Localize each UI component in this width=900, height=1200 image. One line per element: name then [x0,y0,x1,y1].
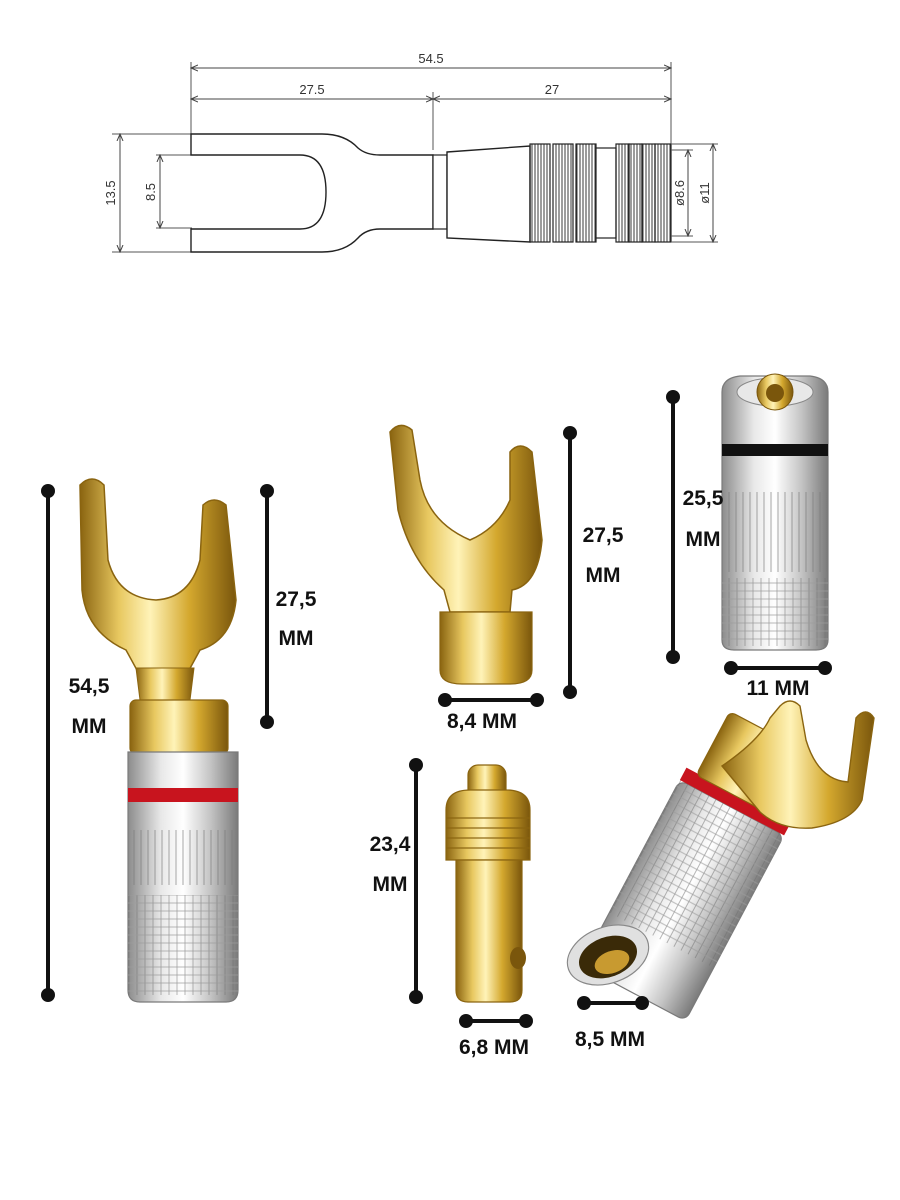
dimension-fork-text: 27.5 [299,82,324,97]
label-full-length-value: 54,5 [69,675,110,698]
knurl-band [722,492,828,572]
drawing-fork-outline [190,133,434,253]
gold-fork-angled [720,700,875,829]
measure-sleeve-height [666,390,680,664]
label-pin-height-value: 23,4 [370,833,411,856]
measure-full-fork [260,484,274,729]
sleeve-illustration [721,373,829,651]
spade-only-illustration [389,424,543,685]
gold-pin [455,859,523,1003]
drawing-sleeve [446,145,531,243]
angled-plug-illustration [566,700,875,1019]
dimension-width-text: 13.5 [103,180,118,205]
label-full-fork-value: 27,5 [276,588,317,611]
red-ring [128,788,238,802]
label-sleeve-height-value: 25,5 [683,487,724,510]
label-sleeve-width: 11 MM [746,677,809,700]
measure-full-length [41,484,55,1002]
gold-fork [79,478,237,673]
dimension-sleeve-text: 27 [545,82,559,97]
gold-base [439,611,533,685]
black-ring [722,444,828,456]
dimension-gap-text: 8.5 [143,183,158,201]
label-spade-base-width: 8,4 MM [447,710,517,733]
measure-spade-base [438,693,544,707]
label-pin-height-unit: MM [373,873,408,896]
knurl-band [128,895,238,995]
label-pin-width: 6,8 MM [459,1036,529,1059]
dimension-overall-text: 54.5 [418,51,443,66]
measure-sleeve-width [724,661,832,675]
measure-spade-height [563,426,577,699]
label-full-fork-unit: MM [279,627,314,650]
label-full-length-unit: MM [72,715,107,738]
drawing-knurl-left [529,143,617,243]
label-spade-height-unit: MM [586,564,621,587]
drawing-neck [432,154,448,230]
technical-drawing: 54.5 27.5 27 13.5 8.5 [103,51,718,252]
label-sleeve-height-unit: MM [686,528,721,551]
knurl-band [722,578,828,646]
pin-illustration [445,764,531,1003]
measure-opening-width [577,996,649,1010]
label-spade-height-value: 27,5 [583,524,624,547]
dimension-outer-diameter-text: ø11 [697,182,712,203]
knurl-band [128,830,238,885]
measure-pin-width [459,1014,533,1028]
gold-spade [389,424,543,613]
drawing-knurl-right [615,143,672,243]
measure-pin-height [409,758,423,1004]
label-opening-width: 8,5 MM [575,1028,645,1051]
dimension-inner-diameter-text: ø8.6 [672,180,687,206]
full-spade-plug-illustration [79,478,239,1003]
gold-collar [129,699,229,755]
